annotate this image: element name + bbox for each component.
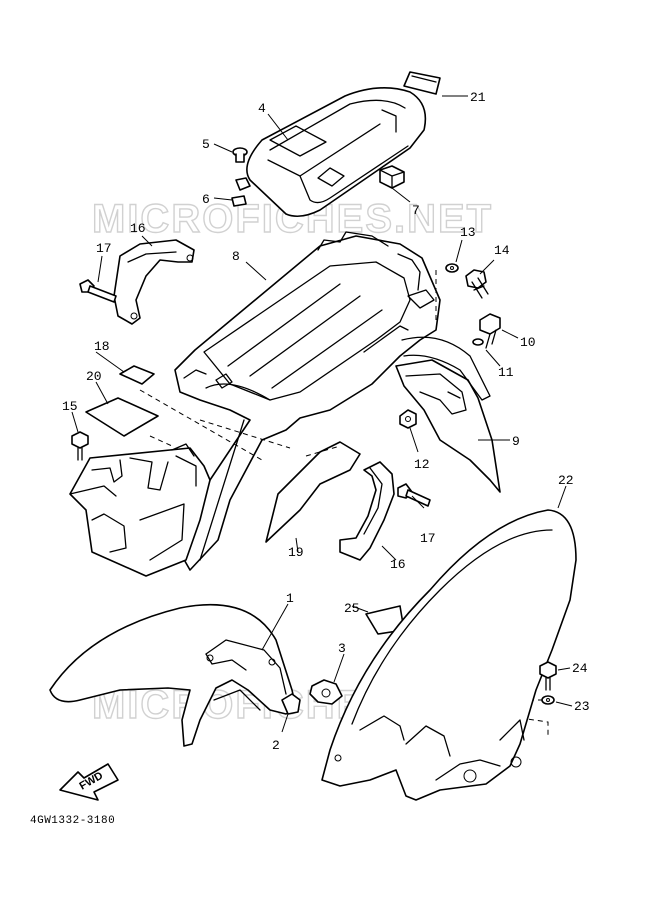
part-21-label — [403, 71, 441, 95]
callout-17-top: 17 — [96, 241, 112, 256]
part-6-nut — [231, 195, 247, 207]
callout-12: 12 — [414, 457, 430, 472]
callout-6: 6 — [202, 192, 210, 207]
part-4-rear-cover — [246, 87, 427, 218]
callout-15: 15 — [62, 399, 78, 414]
part-17-bolt-right — [397, 483, 431, 507]
part-7-damper — [379, 165, 405, 189]
callout-13: 13 — [460, 225, 476, 240]
part-8-rear-fender — [174, 231, 441, 571]
callout-11: 11 — [498, 365, 514, 380]
callout-10: 10 — [520, 335, 536, 350]
callout-24: 24 — [572, 661, 588, 676]
part-2-bolt — [281, 693, 301, 715]
part-3-clamp — [309, 679, 343, 705]
callouts: 21 4 5 6 7 16 8 17 13 14 10 11 18 20 15 … — [62, 90, 590, 753]
fwd-arrow: FWD — [59, 763, 119, 801]
leader-lines — [71, 95, 573, 733]
part-18-pad — [119, 365, 155, 385]
assembly-line-d — [149, 435, 173, 447]
callout-9: 9 — [512, 434, 520, 449]
assembly-line-f — [519, 717, 549, 736]
callout-21: 21 — [470, 90, 486, 105]
callout-20: 20 — [86, 369, 102, 384]
part-16-grab-handle-right — [339, 461, 395, 561]
part-15-screw — [71, 431, 89, 461]
callout-2: 2 — [272, 738, 280, 753]
part-22-rear-fender-lower — [321, 509, 577, 801]
callout-7: 7 — [412, 203, 420, 218]
callout-17-right: 17 — [420, 531, 436, 546]
part-12-nut — [399, 409, 417, 429]
assembly-line-e — [305, 445, 341, 457]
assembly-line-c — [199, 419, 291, 449]
callout-22: 22 — [558, 473, 574, 488]
part-14-bolt — [465, 269, 489, 299]
part-24-bolt — [539, 661, 557, 691]
part-10-bolt — [479, 313, 501, 349]
callout-8: 8 — [232, 249, 240, 264]
callout-5: 5 — [202, 137, 210, 152]
callout-4: 4 — [258, 101, 266, 116]
part-1-front-fender — [49, 604, 297, 747]
diagram-code: 4GW1332-3180 — [30, 815, 115, 827]
callout-1: 1 — [286, 591, 294, 606]
callout-16-right: 16 — [390, 557, 406, 572]
part-16-grab-handle-left — [113, 239, 195, 325]
callout-18: 18 — [94, 339, 110, 354]
part-23-washer — [541, 695, 555, 705]
part-13-washer — [445, 263, 459, 273]
battery-box — [69, 443, 211, 577]
assembly-line-b — [139, 389, 263, 461]
callout-14: 14 — [494, 243, 510, 258]
part-20-sheet — [85, 397, 159, 437]
callout-3: 3 — [338, 641, 346, 656]
part-5-grommet — [235, 177, 251, 191]
callout-19: 19 — [288, 545, 304, 560]
part-5-screw — [232, 147, 248, 163]
callout-16-top: 16 — [130, 221, 146, 236]
part-17-bolt-left — [79, 279, 117, 303]
callout-25: 25 — [344, 601, 360, 616]
part-11-washer — [472, 338, 484, 346]
part-19-cover — [265, 441, 361, 543]
part-9-flap — [395, 336, 501, 493]
callout-23: 23 — [574, 699, 590, 714]
